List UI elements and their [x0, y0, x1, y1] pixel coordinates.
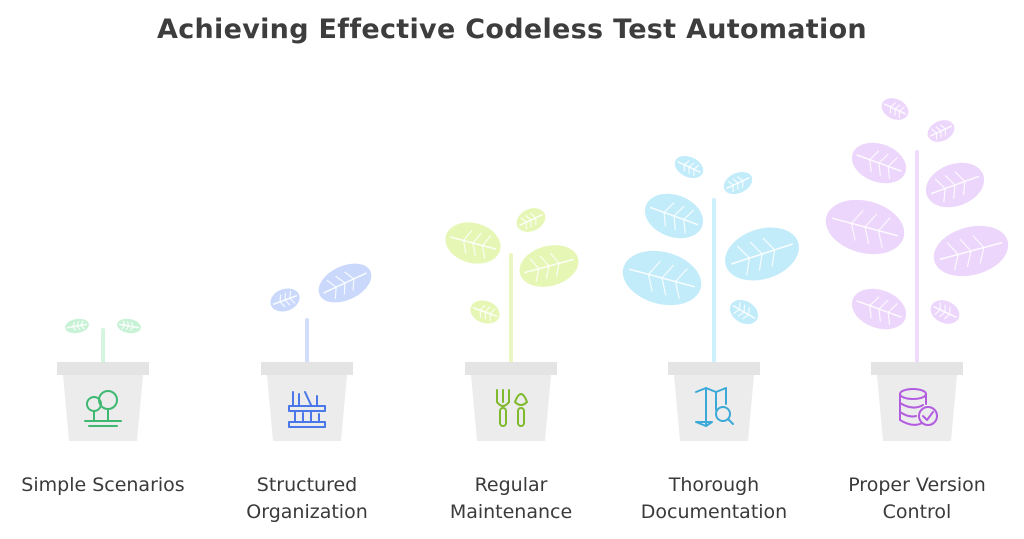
- leaf: [723, 171, 753, 195]
- garden-tools-icon: [496, 389, 528, 427]
- stage-label-line: Thorough: [668, 474, 760, 496]
- pot: [674, 375, 754, 441]
- leaf: [445, 222, 501, 264]
- stage-label-line: Organization: [246, 501, 368, 523]
- leaf: [622, 250, 702, 306]
- leaf: [65, 318, 89, 334]
- leaf: [930, 300, 960, 324]
- leaf: [729, 299, 759, 325]
- bookshelf-icon: [288, 391, 326, 428]
- leaf: [881, 98, 909, 120]
- leaf: [933, 225, 1009, 277]
- pot-rim: [668, 362, 760, 375]
- leaf: [825, 199, 905, 255]
- leaf: [674, 155, 704, 179]
- plant-stage-2: [261, 263, 372, 441]
- leaf: [725, 227, 799, 281]
- stage-label-line: Documentation: [640, 501, 788, 523]
- leaf: [644, 193, 704, 239]
- leaf: [927, 120, 955, 142]
- leaf: [270, 288, 300, 312]
- plant-stage-4: [622, 155, 799, 441]
- pot-rim: [465, 362, 557, 375]
- leaf: [519, 245, 579, 287]
- pot: [471, 375, 551, 441]
- leaf: [117, 318, 141, 334]
- stage-label-line: Simple Scenarios: [21, 474, 185, 496]
- diagram-title: Achieving Effective Codeless Test Automa…: [157, 14, 867, 45]
- leaf: [470, 300, 500, 324]
- pot-rim: [57, 362, 149, 375]
- database-check-icon: [899, 388, 938, 426]
- leaf: [851, 142, 907, 184]
- stage-label-line: Maintenance: [449, 501, 573, 523]
- plant-stage-3: [445, 208, 579, 441]
- pot-rim: [261, 362, 353, 375]
- leaf: [318, 263, 372, 303]
- plant-stage-1: [57, 318, 149, 441]
- plant-stage-5: [825, 98, 1009, 441]
- stage-label-line: Control: [882, 501, 952, 523]
- pot-rim: [871, 362, 963, 375]
- pot: [267, 375, 347, 441]
- stage-label-line: Regular: [474, 474, 548, 496]
- map-search-icon: [695, 387, 734, 427]
- leaf: [851, 288, 907, 330]
- stage-label-line: Structured: [256, 474, 358, 496]
- trees-icon: [84, 390, 122, 427]
- leaf: [925, 162, 985, 208]
- stage-label-line: Proper Version: [848, 474, 986, 496]
- stage-label: Simple Scenarios: [3, 472, 203, 499]
- leaf: [516, 208, 546, 232]
